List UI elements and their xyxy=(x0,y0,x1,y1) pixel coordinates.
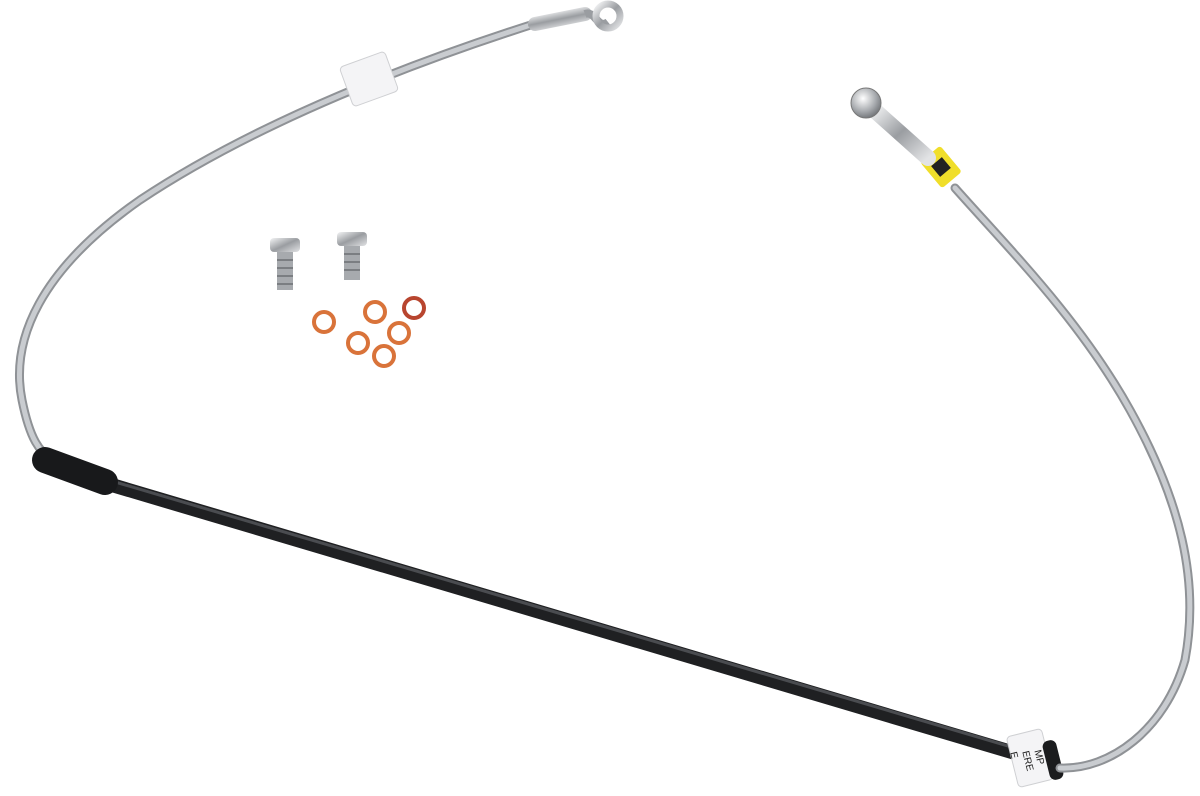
copper-washer xyxy=(387,321,411,345)
banjo-right xyxy=(850,87,882,119)
braided-hose-right xyxy=(950,183,1195,773)
banjo-top xyxy=(592,0,624,32)
copper-washer xyxy=(372,344,396,368)
copper-washer xyxy=(312,310,336,334)
hose-label-top xyxy=(339,51,399,107)
banjo-bolt xyxy=(337,232,367,280)
black-sleeve xyxy=(88,473,1032,763)
svg-text:MP: MP xyxy=(1031,749,1045,767)
sleeve-collar xyxy=(32,447,118,495)
copper-washer xyxy=(363,300,387,324)
hose-label-bottom: MP ERE E xyxy=(1006,728,1064,788)
copper-washer xyxy=(346,331,370,355)
svg-text:ERE: ERE xyxy=(1019,750,1035,773)
svg-text:E: E xyxy=(1007,751,1019,760)
fitting-top xyxy=(528,7,592,31)
copper-washer xyxy=(402,296,426,320)
fitting-right xyxy=(864,100,936,166)
banjo-bolt xyxy=(270,238,300,290)
